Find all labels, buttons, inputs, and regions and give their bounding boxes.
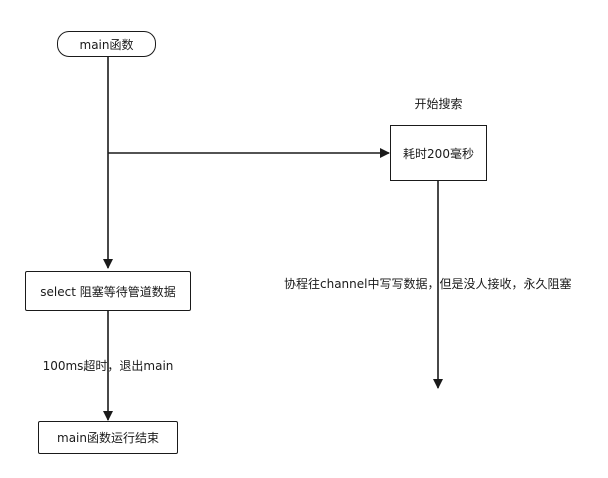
node-main-start: main函数 [57,31,156,57]
label-timeout-exit: 100ms超时，退出main [42,359,174,373]
label-start-search: 开始搜索 [414,97,463,111]
node-search-200ms: 耗时200毫秒 [390,125,487,181]
label-goroutine-blocked: 协程往channel中写写数据，但是没人接收，永久阻塞 [284,277,572,291]
node-select-wait: select 阻塞等待管道数据 [25,271,191,311]
node-main-end: main函数运行结束 [38,421,178,454]
